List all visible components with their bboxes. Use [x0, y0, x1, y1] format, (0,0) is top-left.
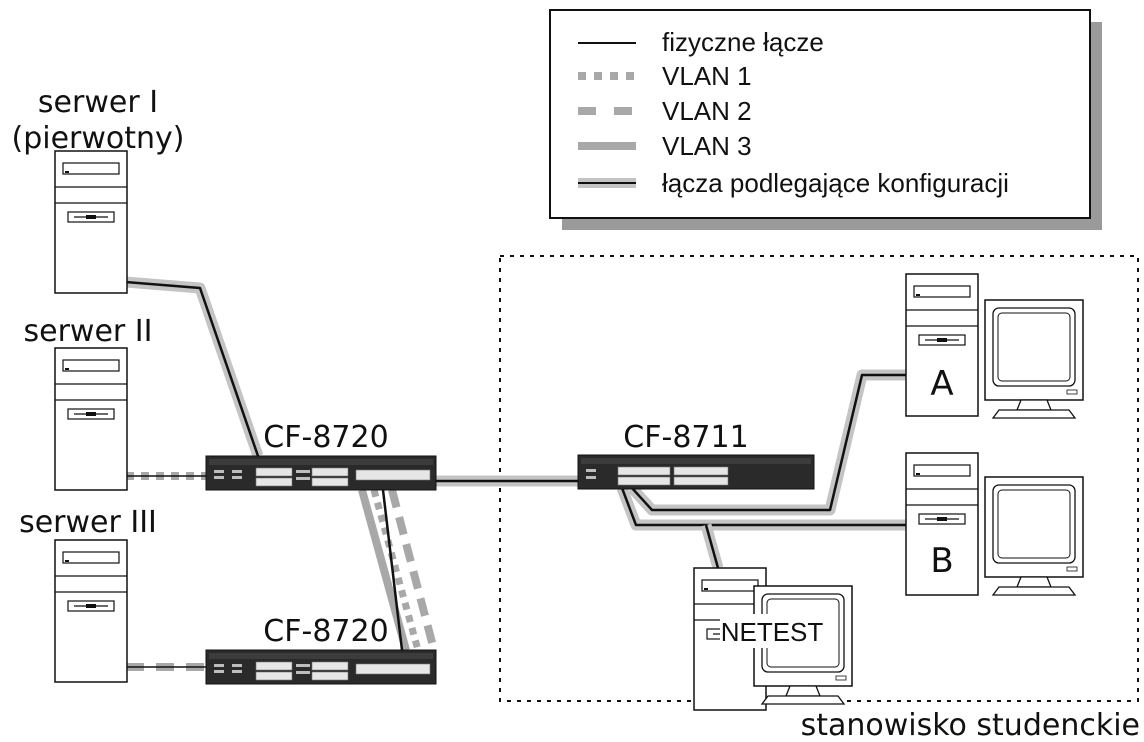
link-a: [631, 373, 906, 512]
legend-label-vlan2: VLAN 2: [662, 96, 752, 126]
link-trunk-physical: [381, 489, 404, 651]
legend-label-vlan1: VLAN 1: [662, 61, 752, 91]
workstation-a: A: [905, 273, 1084, 419]
workstation-a-label: A: [930, 364, 953, 404]
switch-lower-label: CF-8720: [263, 614, 388, 649]
server-1-label-line1: serwer I: [38, 85, 158, 120]
switch-lower: CF-8720: [205, 614, 437, 685]
server-2: serwer II: [24, 314, 153, 491]
workstation-netest-label: NETEST: [721, 617, 824, 647]
legend: fizyczne łącze VLAN 1 VLAN 2 VLAN 3 łącz…: [549, 9, 1102, 230]
switch-student: CF-8711: [577, 420, 815, 490]
netest-label-bg: [720, 614, 822, 648]
link-server1-bg: [125, 276, 264, 458]
legend-label-configured: łącza podlegające konfiguracji: [662, 168, 1009, 198]
link-netest: [704, 524, 720, 569]
legend-label-physical: fizyczne łącze: [662, 27, 824, 57]
server-1-label-line2: (pierwotny): [12, 121, 185, 156]
server-2-label: serwer II: [24, 314, 153, 349]
links: [125, 276, 906, 671]
link-trunk-vlan1: [370, 489, 422, 651]
switch-upper-label: CF-8720: [263, 420, 388, 455]
server-3: serwer III: [19, 505, 157, 683]
link-b: [620, 487, 906, 527]
workstation-b: B: [905, 452, 1084, 596]
workstation-netest: NETEST: [693, 567, 853, 711]
switch-student-label: CF-8711: [623, 420, 748, 455]
link-server1: [125, 280, 260, 457]
student-station-label: stanowisko studenckie: [801, 708, 1140, 742]
server-1: serwer I (pierwotny): [12, 85, 185, 294]
switch-upper: CF-8720: [205, 420, 437, 491]
legend-label-vlan3: VLAN 3: [662, 131, 752, 161]
server-3-label: serwer III: [19, 505, 157, 540]
workstation-b-label: B: [930, 541, 953, 581]
